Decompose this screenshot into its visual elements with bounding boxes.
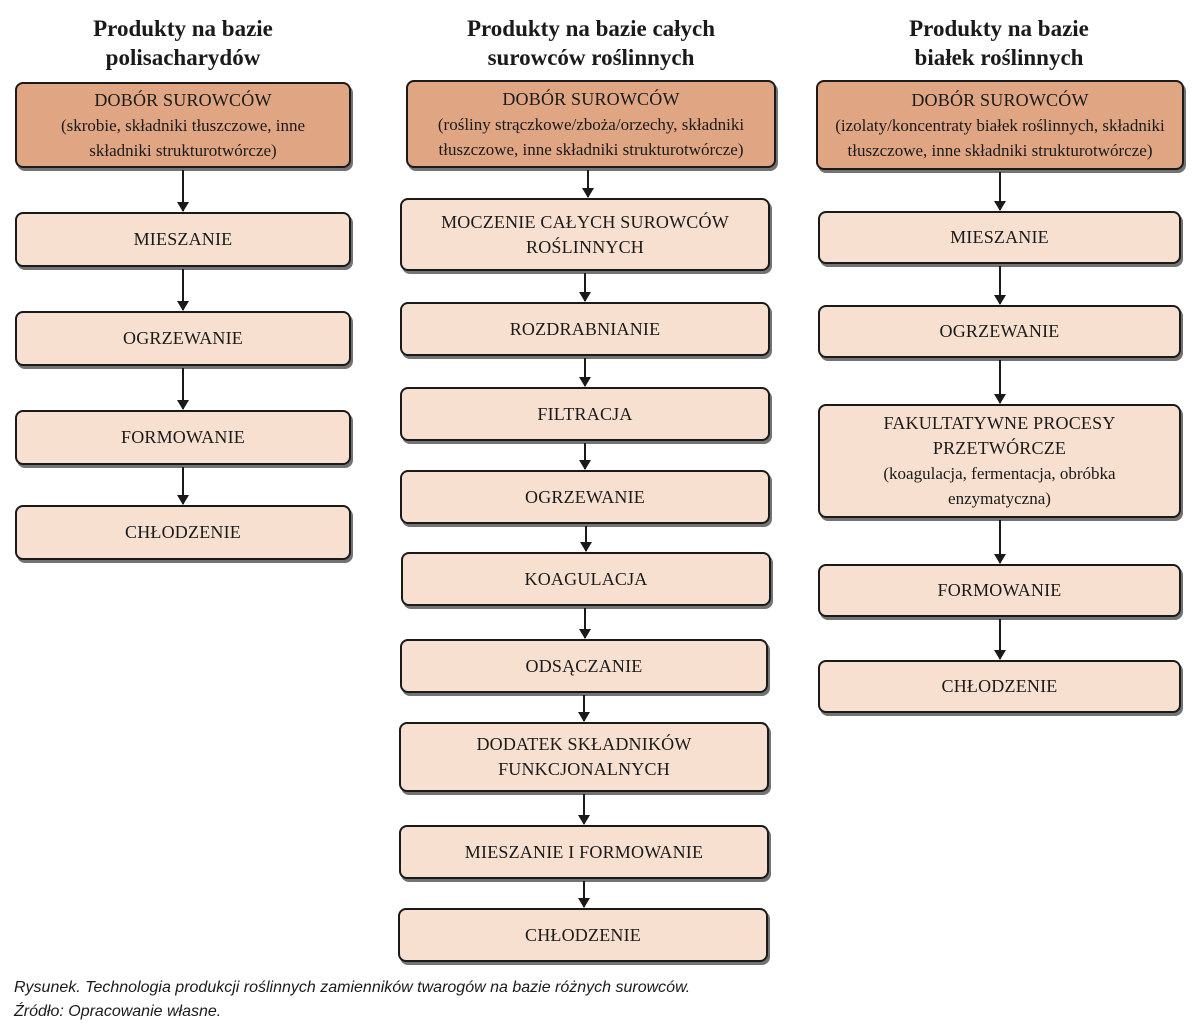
box-detail: tłuszczowe, inne składniki strukturotwór…: [438, 139, 744, 159]
step-label: MOCZENIE CAŁYCH SUROWCÓW: [441, 211, 729, 232]
box-heading: DOBÓR SUROWCÓW: [502, 88, 680, 109]
step-label: ROŚLINNYCH: [525, 236, 644, 257]
step-label: OGRZEWANIE: [939, 321, 1060, 341]
box-detail: tłuszczowe, inne składniki strukturotwór…: [847, 140, 1153, 160]
box-heading: DOBÓR SUROWCÓW: [94, 89, 272, 110]
step-label: CHŁODZENIE: [125, 522, 241, 542]
raw-material-selection-box: DOBÓR SUROWCÓW (rośliny strączkowe/zboża/…: [406, 80, 776, 168]
box-detail: składniki strukturotwórcze): [89, 140, 277, 160]
step-label: CHŁODZENIE: [941, 676, 1058, 696]
process-step-box: OGRZEWANIE: [818, 305, 1181, 358]
flow-arrow: [579, 608, 591, 639]
box-detail: (koagulacja, fermentacja, obróbka: [883, 464, 1116, 483]
step-label: KOAGULACJA: [524, 568, 648, 589]
box-detail: (rośliny strączkowe/zboża/orzechy, skład…: [437, 114, 745, 134]
box-detail: (skrobie, składniki tłuszczowe, inne: [60, 115, 306, 135]
flow-arrow: [177, 269, 189, 311]
step-label: MIESZANIE I FORMOWANIE: [464, 841, 704, 862]
step-label: DODATEK SKŁADNIKÓW: [476, 734, 692, 754]
process-step-box: CHŁODZENIE: [818, 660, 1181, 713]
process-step-box: KOAGULACJA: [401, 552, 771, 606]
step-label: ODSĄCZANIE: [525, 655, 643, 676]
step-label: MIESZANIE: [133, 229, 233, 249]
process-step-box: OGRZEWANIE: [15, 311, 351, 366]
column-title-line: Produkty na bazie: [93, 16, 273, 41]
process-step-box: FORMOWANIE: [818, 564, 1181, 617]
column-title-line: białek roślinnych: [914, 45, 1084, 70]
source-note: Źródło: Opracowanie własne.: [14, 1003, 222, 1020]
flow-arrow: [578, 695, 590, 722]
raw-material-selection-box: DOBÓR SUROWCÓW (skrobie, składniki tłuszc…: [15, 82, 351, 168]
raw-material-selection-box: DOBÓR SUROWCÓW (izolaty/koncentraty białe…: [816, 80, 1184, 170]
flow-arrow: [177, 467, 189, 505]
flow-arrow: [994, 520, 1006, 564]
process-step-box: MIESZANIE: [15, 212, 351, 267]
flow-arrow: [994, 360, 1006, 404]
flow-arrow: [579, 273, 591, 302]
process-step-box: FORMOWANIE: [15, 410, 351, 465]
process-step-box: CHŁODZENIE: [15, 505, 351, 560]
column-title-line: polisacharydów: [105, 45, 261, 70]
box-detail: (izolaty/koncentraty białek roślinnych, …: [835, 115, 1165, 135]
step-label: ROZDRABNIANIE: [509, 318, 661, 339]
step-label: FILTRACJA: [537, 403, 633, 424]
flow-arrow: [582, 170, 594, 198]
step-label: OGRZEWANIE: [525, 486, 645, 507]
process-step-box: CHŁODZENIE: [398, 908, 768, 962]
flow-arrow: [579, 443, 591, 470]
step-label: FUNKCJONALNYCH: [498, 759, 670, 779]
flow-arrow: [578, 794, 590, 825]
box-detail: enzymatyczna): [948, 489, 1051, 508]
column-title: Produkty na bazie całych surowców roślinn…: [400, 14, 782, 72]
flow-arrow: [177, 368, 189, 410]
flow-arrow: [580, 526, 592, 552]
step-label: PRZETWÓRCZE: [932, 438, 1067, 458]
process-step-box: FILTRACJA: [400, 387, 770, 441]
process-step-box: OGRZEWANIE: [400, 470, 770, 524]
step-label: OGRZEWANIE: [123, 328, 243, 348]
process-step-box: MOCZENIE CAŁYCH SUROWCÓW ROŚLINNYCH: [400, 198, 770, 271]
flow-arrow: [578, 881, 590, 908]
step-label: FAKULTATYWNE PROCESY: [883, 413, 1116, 433]
flow-arrow: [579, 358, 591, 387]
box-heading: DOBÓR SUROWCÓW: [911, 89, 1089, 110]
step-label: FORMOWANIE: [120, 427, 245, 447]
flow-arrow: [994, 266, 1006, 305]
figure-caption: Rysunek. Technologia produkcji roślinnyc…: [14, 979, 691, 996]
step-label: CHŁODZENIE: [525, 924, 641, 945]
flow-arrow: [994, 172, 1006, 211]
process-step-box: MIESZANIE I FORMOWANIE: [399, 825, 769, 879]
column-title: Produkty na bazie białek roślinnych: [816, 14, 1182, 72]
column-title: Produkty na bazie polisacharydów: [15, 14, 351, 72]
process-step-box: ROZDRABNIANIE: [400, 302, 770, 356]
column-title-line: Produkty na bazie całych: [466, 16, 716, 41]
process-step-box: ODSĄCZANIE: [400, 639, 768, 693]
column-title-line: surowców roślinnych: [487, 45, 695, 70]
step-label: MIESZANIE: [950, 227, 1049, 247]
step-label: FORMOWANIE: [937, 580, 1062, 600]
process-step-box: DODATEK SKŁADNIKÓW FUNKCJONALNYCH: [399, 722, 769, 792]
flow-arrow: [177, 170, 189, 212]
process-step-box: FAKULTATYWNE PROCESY PRZETWÓRCZE (koagulac…: [818, 404, 1181, 518]
process-step-box: MIESZANIE: [818, 211, 1181, 264]
flow-arrow: [994, 619, 1006, 660]
column-title-line: Produkty na bazie: [909, 16, 1089, 41]
